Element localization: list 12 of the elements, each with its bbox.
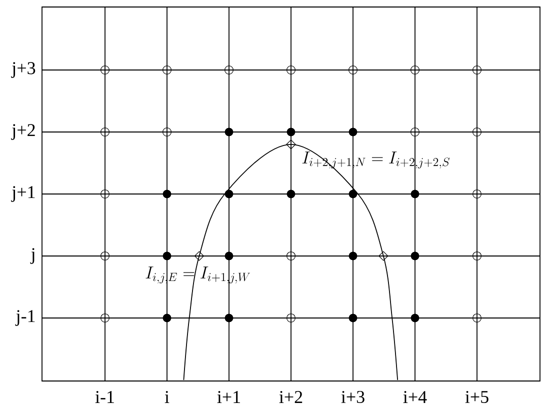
- axis-label: j+1: [11, 186, 35, 202]
- axis-label: j+2: [11, 124, 35, 140]
- axis-label: i+1: [217, 391, 240, 403]
- axis-label: i+5: [465, 390, 488, 404]
- axis-label: j+3: [11, 62, 36, 78]
- axis-label: i+3: [341, 390, 364, 404]
- axis-label: j-1: [15, 310, 35, 326]
- axis-label: j: [30, 248, 34, 264]
- axis-label: i+2: [279, 391, 302, 403]
- axis-label: i: [164, 391, 170, 403]
- axis-label: i-1: [95, 391, 114, 403]
- axis-label: i+4: [403, 391, 427, 403]
